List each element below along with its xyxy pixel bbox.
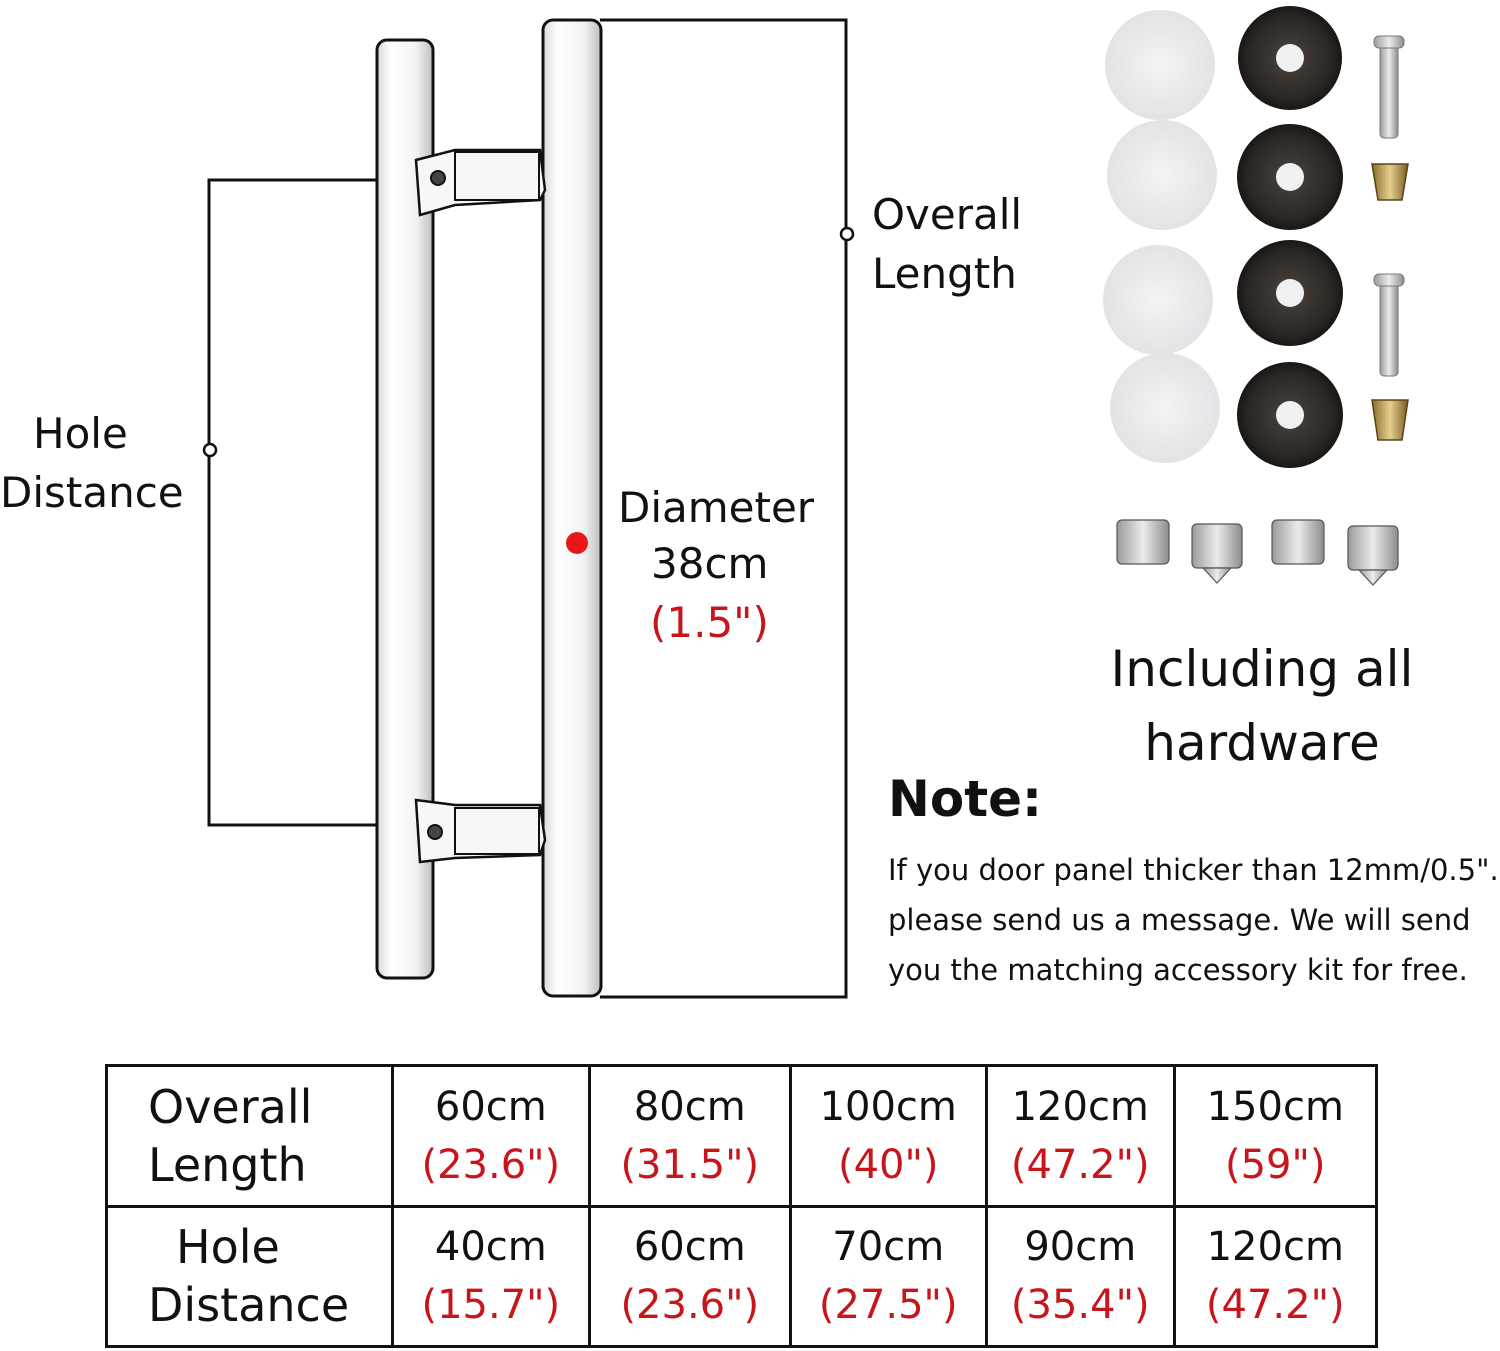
table-cell: 70cm(27.5") (788, 1204, 988, 1348)
size-spec-table: Overall Length 60cm(23.6") 80cm(31.5") 1… (105, 1064, 1379, 1348)
diameter-marker (566, 532, 588, 554)
table-cell: 40cm(15.7") (390, 1204, 592, 1348)
left-handle-bar (375, 38, 435, 980)
diameter-label-imperial: (1.5") (650, 598, 769, 647)
hardware-caption-line1: Including all (1110, 640, 1414, 698)
right-handle-bar (541, 18, 603, 998)
note-line-2: please send us a message. We will send (888, 903, 1471, 937)
table-cell: 60cm(23.6") (588, 1204, 792, 1348)
hardware-caption-line2: hardware (1144, 714, 1380, 772)
table-cell: 80cm(31.5") (588, 1064, 792, 1208)
table-row-overall-length: Overall Length 60cm(23.6") 80cm(31.5") 1… (105, 1064, 1379, 1208)
diameter-label-metric: 38cm (651, 539, 769, 588)
row-header-hole-distance: Hole Distance (105, 1204, 394, 1348)
overall-length-marker (839, 226, 855, 242)
table-row-hole-distance: Hole Distance 40cm(15.7") 60cm(23.6") 70… (105, 1204, 1379, 1348)
hole-distance-label-line2: Distance (0, 468, 184, 517)
note-line-1: If you door panel thicker than 12mm/0.5"… (888, 853, 1499, 887)
handle-diagram (202, 6, 1409, 999)
diameter-label-title: Diameter (618, 483, 815, 532)
note-title: Note: (888, 770, 1043, 828)
hole-distance-label-line1: Hole (33, 409, 128, 458)
hole-distance-marker (202, 442, 218, 458)
table-cell: 150cm(59") (1172, 1064, 1379, 1208)
hole-distance-bracket (207, 178, 420, 827)
table-cell: 90cm(35.4") (984, 1204, 1176, 1348)
note-line-3: you the matching accessory kit for free. (888, 953, 1468, 987)
hardware-kit (1103, 6, 1409, 586)
table-cell: 120cm(47.2") (984, 1064, 1176, 1208)
overall-length-label-line2: Length (872, 249, 1017, 298)
bottom-standoff (414, 798, 547, 864)
table-cell: 100cm(40") (788, 1064, 988, 1208)
overall-length-label-line1: Overall (872, 190, 1023, 239)
row-header-overall-length: Overall Length (105, 1064, 394, 1208)
table-cell: 60cm(23.6") (390, 1064, 592, 1208)
top-standoff (414, 148, 547, 217)
table-cell: 120cm(47.2") (1172, 1204, 1379, 1348)
overall-length-bracket (600, 18, 848, 999)
